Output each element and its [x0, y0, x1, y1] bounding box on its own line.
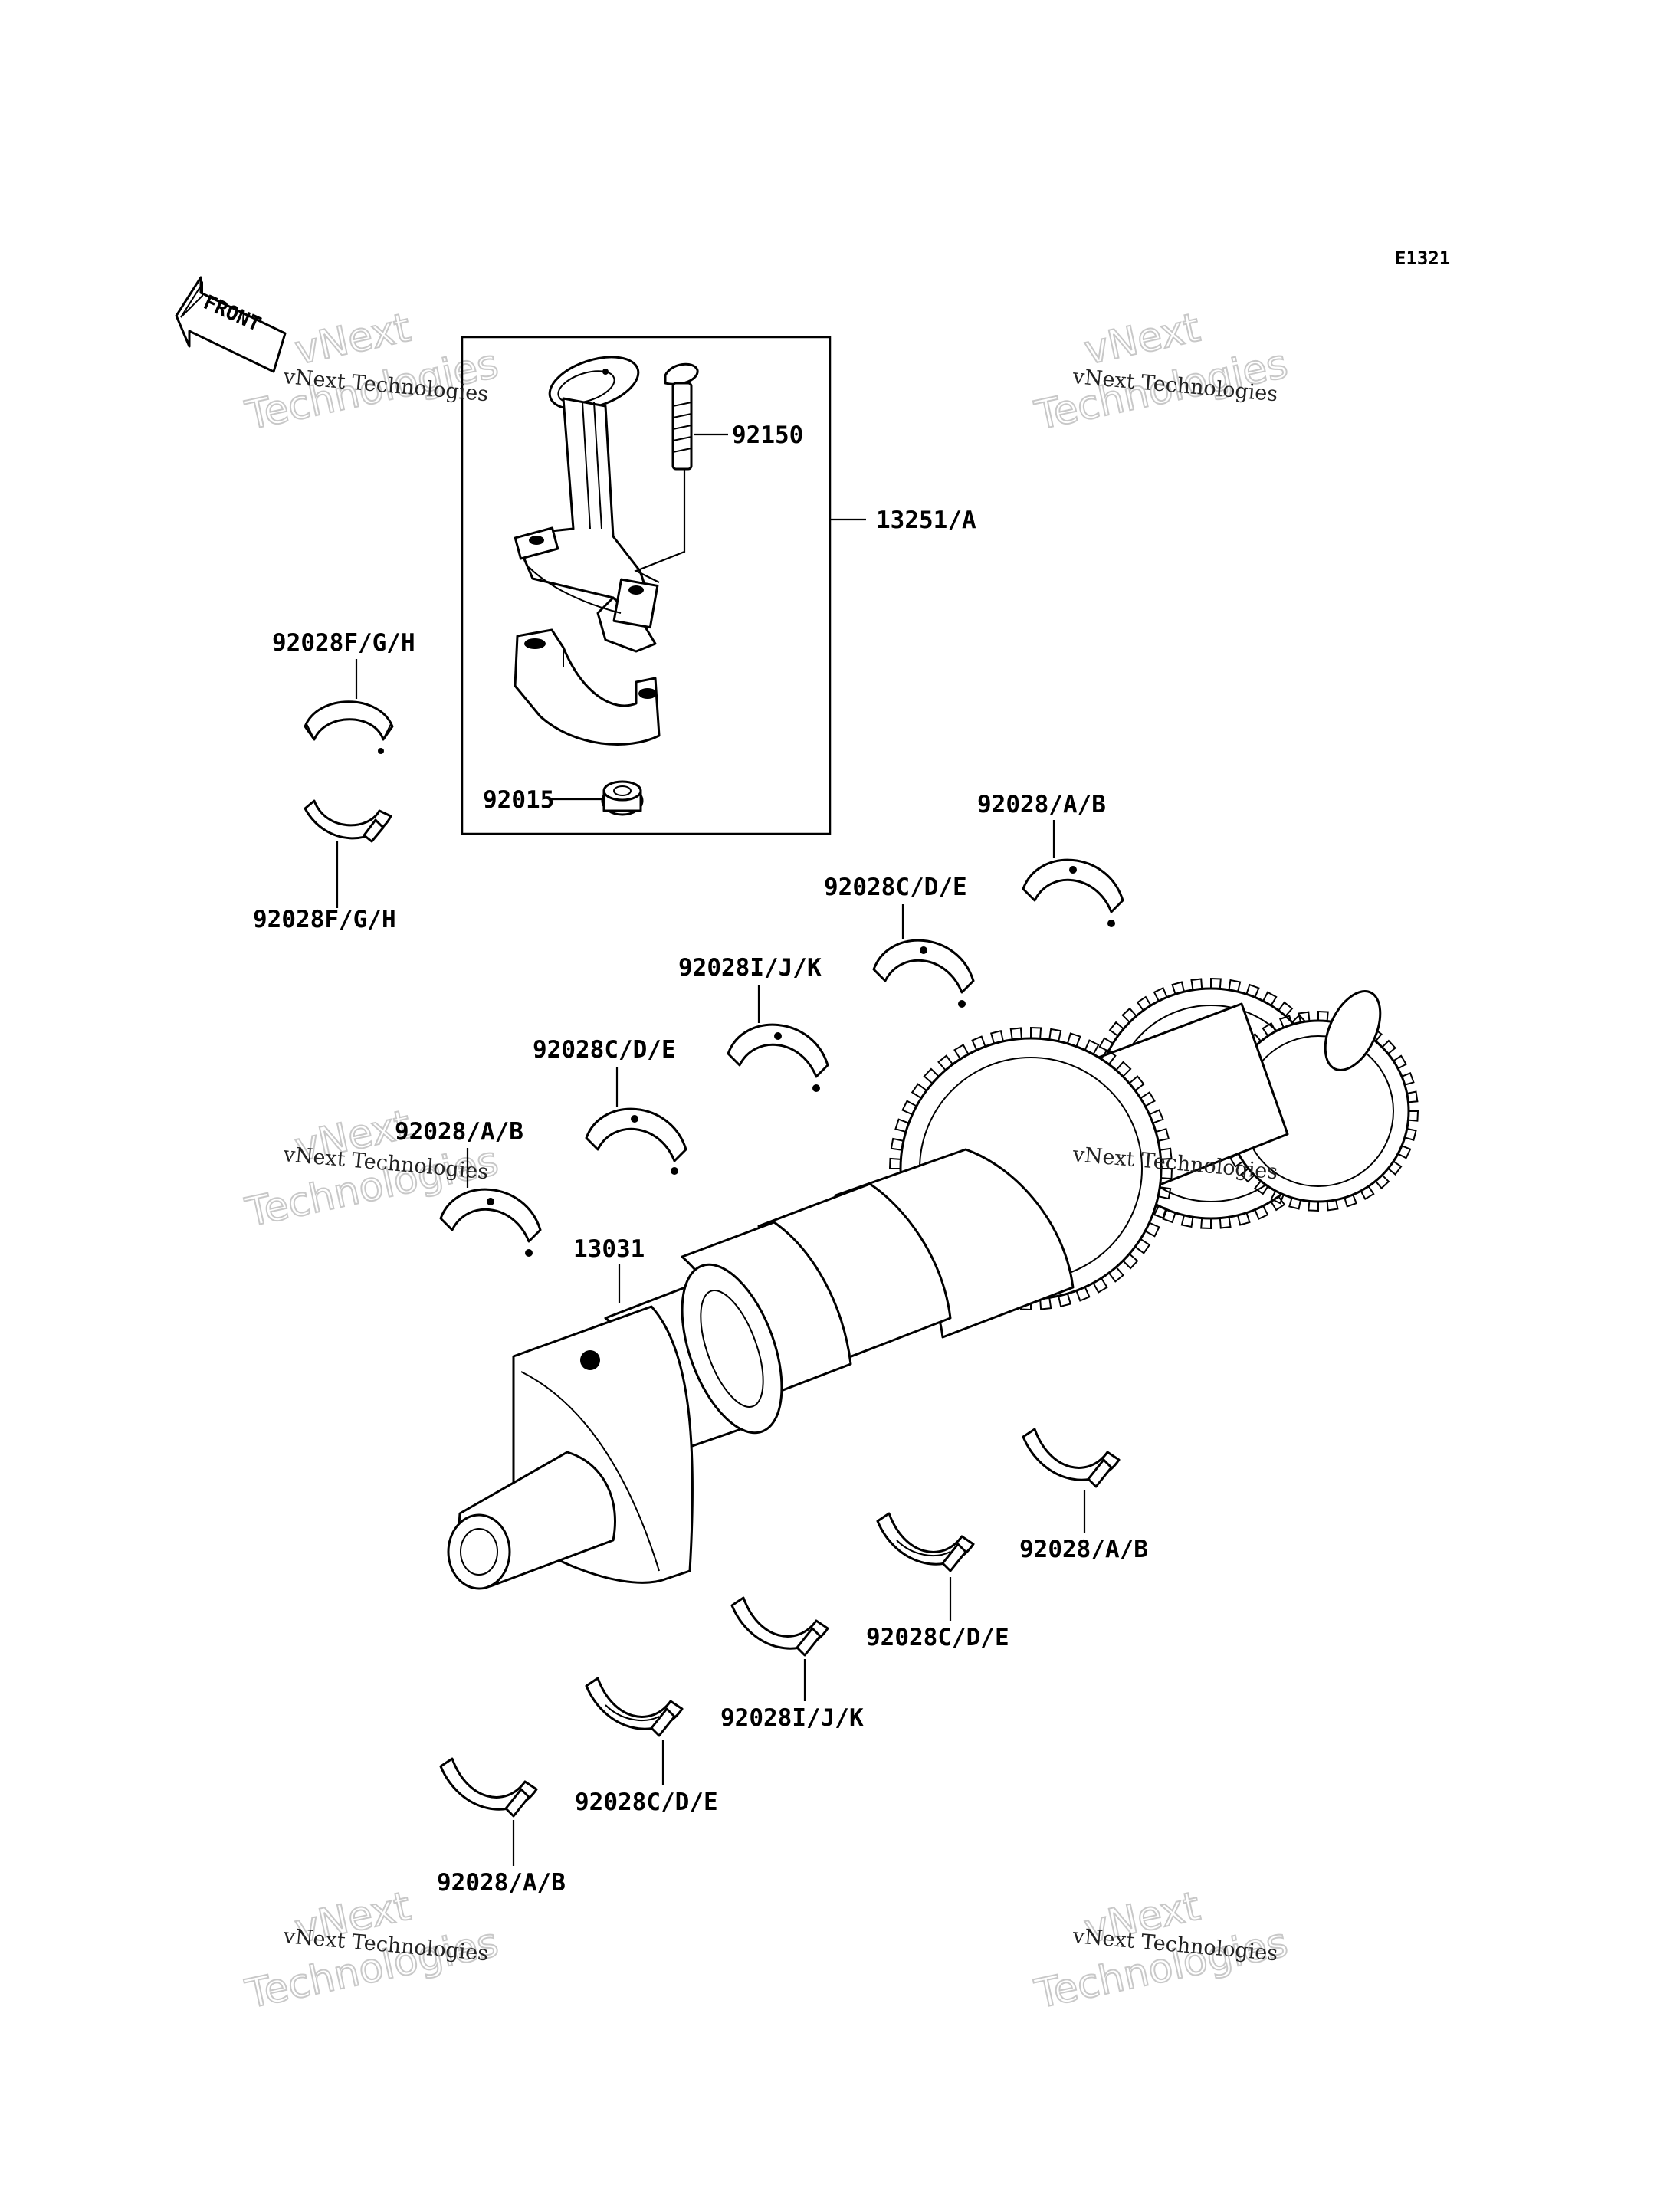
upper-bearing-3-label: 92028I/J/K — [678, 954, 822, 982]
connecting-rod-cap — [514, 628, 661, 746]
upper-bearing-4-shell — [872, 939, 975, 1008]
lower-bearing-2-label: 92028C/D/E — [575, 1789, 718, 1816]
upper-bearing-3-shell — [727, 1023, 829, 1092]
lower-bearing-3-label: 92028I/J/K — [720, 1704, 864, 1732]
upper-bearing-4-label: 92028C/D/E — [824, 874, 967, 901]
crankshaft-end-gear — [1217, 990, 1419, 1212]
conrod-bearing-lower-label: 92028F/G/H — [253, 906, 396, 933]
conrod-bearing-upper-shell — [304, 700, 394, 754]
conrod-bearing-lower-shell — [304, 799, 392, 843]
lower-bearing-1-label: 92028/A/B — [437, 1869, 566, 1897]
upper-bearing-2-label: 92028C/D/E — [533, 1036, 676, 1064]
lower-bearing-2-shell — [585, 1677, 684, 1737]
upper-bearing-1-shell — [439, 1188, 542, 1257]
conrod-nut — [601, 780, 644, 816]
bolt-part-label: 92150 — [732, 421, 803, 449]
conrod-bearing-upper-label: 92028F/G/H — [272, 629, 415, 657]
watermark-top-right: vNext Technologies — [1030, 304, 1292, 441]
lower-bearing-4-shell — [876, 1512, 975, 1572]
connecting-rod — [514, 356, 659, 653]
conrod-bolt — [664, 362, 699, 471]
conrod-assy-box — [461, 336, 832, 835]
lower-bearing-3-shell — [730, 1596, 829, 1657]
bolt-leader — [634, 469, 686, 583]
front-arrow-icon: FRONT — [175, 276, 287, 373]
lower-bearing-5-label: 92028/A/B — [1019, 1536, 1148, 1563]
upper-bearing-1-label: 92028/A/B — [395, 1118, 523, 1146]
diagram-code: E1321 — [1395, 248, 1450, 269]
lower-bearing-5-shell — [1022, 1428, 1121, 1488]
upper-bearing-5-shell — [1022, 858, 1124, 927]
crankshaft — [447, 977, 1419, 1590]
crankshaft-part-label: 13031 — [573, 1235, 645, 1263]
upper-bearing-2-shell — [585, 1107, 687, 1175]
lower-bearing-4-label: 92028C/D/E — [866, 1624, 1009, 1651]
nut-part-label: 92015 — [483, 786, 554, 814]
lower-bearing-1-shell — [439, 1757, 538, 1818]
upper-bearing-5-label: 92028/A/B — [977, 791, 1106, 818]
conrod-assy-part-label: 13251/A — [876, 507, 976, 534]
